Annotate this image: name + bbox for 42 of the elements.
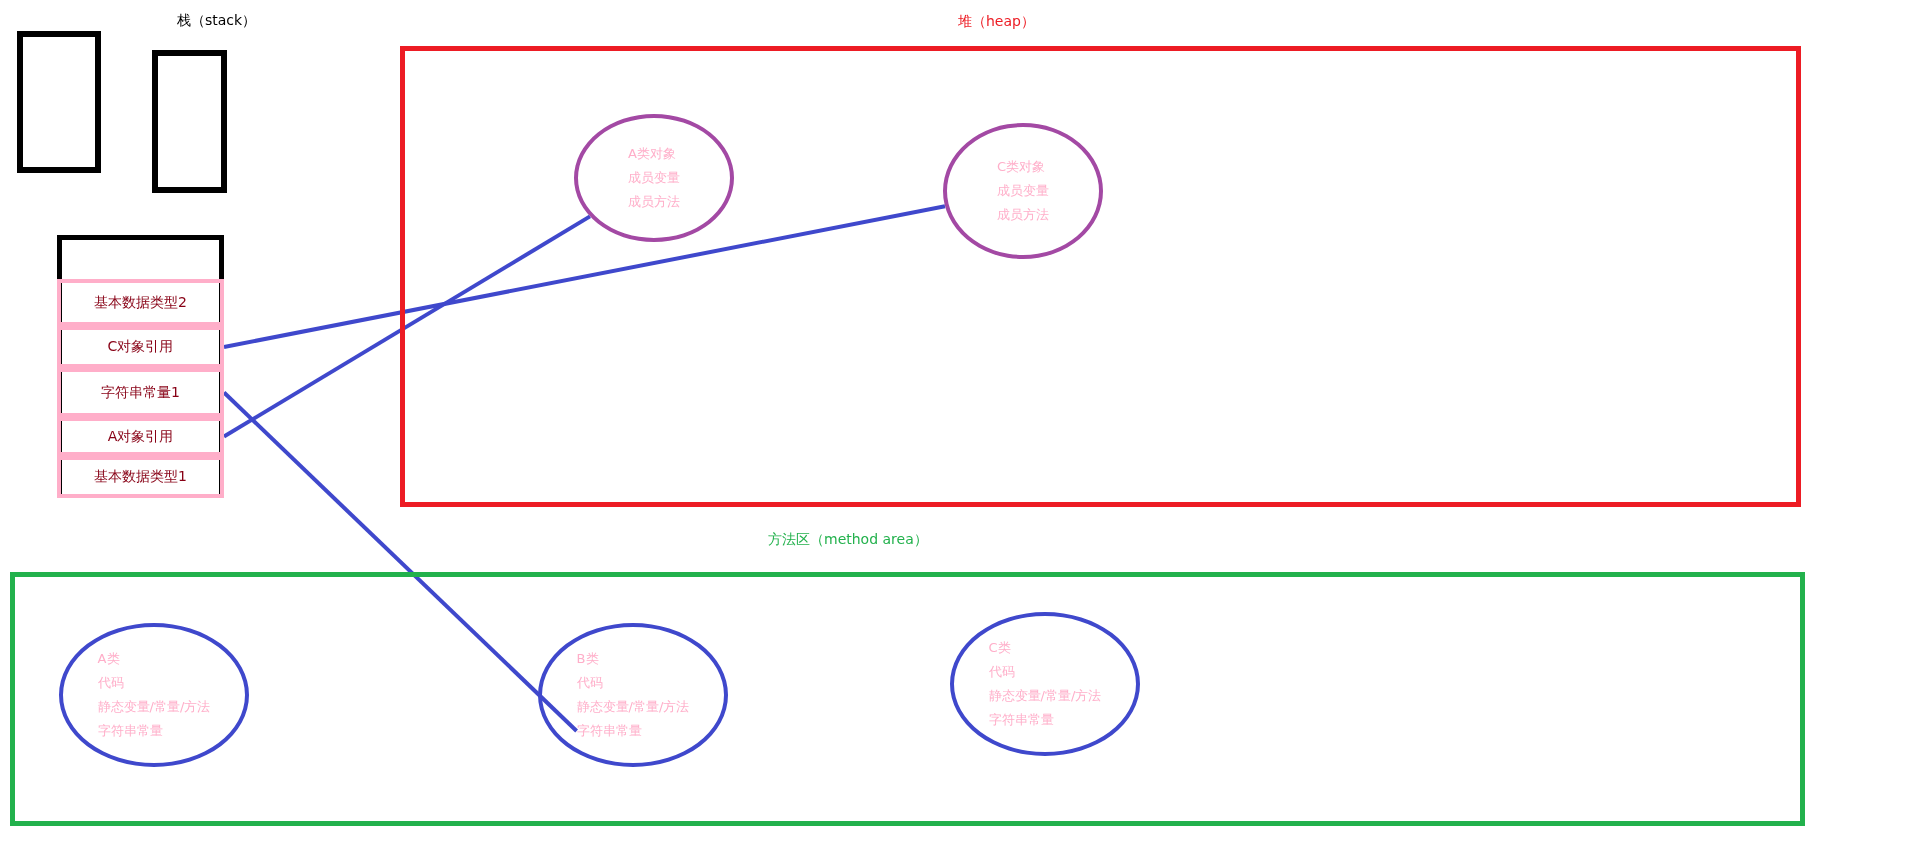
class-title: C类	[988, 639, 1011, 657]
slot-label: 基本数据类型1	[94, 468, 187, 486]
member-label: 成员方法	[997, 206, 1049, 224]
content-label: 代码	[988, 663, 1015, 681]
class-ellipse	[59, 623, 249, 767]
stack-slot	[57, 417, 224, 456]
content-label: 代码	[576, 674, 603, 692]
stack-slot	[57, 456, 224, 498]
content-label: 静态变量/常量/方法	[576, 698, 690, 716]
connector-line	[222, 214, 592, 439]
stack-frame-box	[17, 31, 101, 173]
class-title: A类	[97, 650, 120, 668]
region-title: 堆（heap）	[958, 13, 1035, 31]
stack-slot	[57, 279, 224, 326]
member-label: 成员方法	[628, 193, 680, 211]
stack-frame-box	[152, 50, 227, 193]
content-label: 静态变量/常量/方法	[988, 687, 1102, 705]
connector-line	[223, 204, 946, 349]
slot-label: A对象引用	[107, 427, 174, 446]
content-label: 代码	[97, 674, 124, 692]
object-ellipse	[574, 114, 734, 242]
slot-label: C对象引用	[107, 338, 174, 356]
content-label: 字符串常量	[576, 719, 642, 743]
class-ellipse	[538, 623, 728, 767]
object-ellipse	[943, 123, 1103, 259]
slot-label: 字符串常量1	[101, 383, 180, 402]
member-label: 成员变量	[628, 169, 680, 187]
class-ellipse	[950, 612, 1140, 756]
slot-label: 基本数据类型2	[94, 293, 187, 312]
stack-slot	[57, 368, 224, 417]
content-label: 字符串常量	[97, 722, 163, 740]
class-title: B类	[576, 650, 599, 668]
member-label: 成员变量	[997, 182, 1049, 200]
region-title: 方法区（method area）	[768, 531, 928, 549]
object-title: A类对象	[628, 145, 676, 163]
object-title: C类对象	[997, 158, 1046, 176]
content-label: 字符串常量	[988, 711, 1054, 729]
region-title: 栈（stack）	[177, 12, 257, 30]
stack-slot	[57, 326, 224, 368]
content-label: 静态变量/常量/方法	[97, 698, 211, 716]
stack-frame	[57, 235, 224, 498]
connector-line	[222, 391, 578, 733]
